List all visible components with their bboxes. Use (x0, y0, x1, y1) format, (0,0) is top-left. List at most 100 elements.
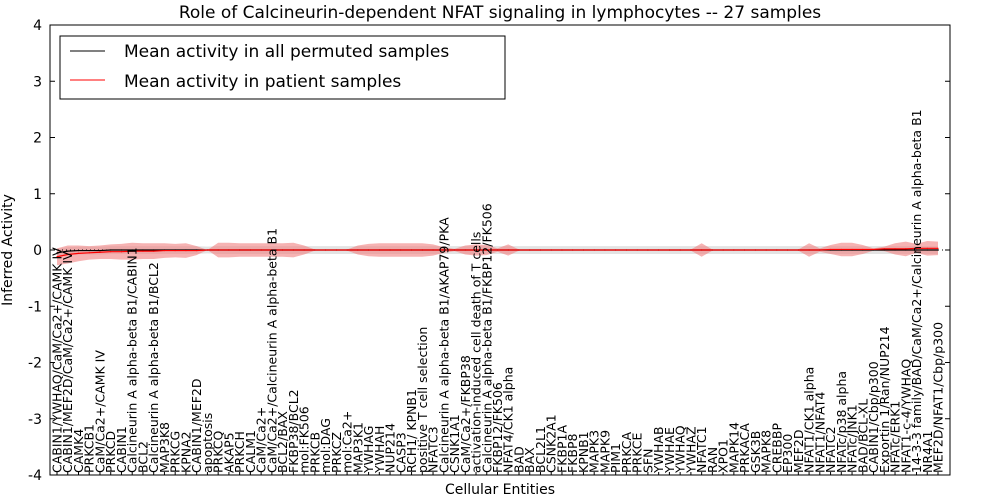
x-tick-label: MAPK3 (587, 430, 602, 473)
permuted-mean-point (77, 249, 80, 252)
y-tick-label: 3 (33, 74, 42, 90)
x-tick-label: CABIN1/YWHAQ/CaM/Ca2+/CAMK IV (50, 247, 65, 473)
patient-mean-point (894, 248, 896, 250)
patient-mean-point (529, 249, 531, 251)
x-tick-label: FKBP1A (554, 425, 569, 473)
y-tick-label: 1 (33, 187, 42, 203)
x-tick-label: BAD/BCL-XL (855, 399, 870, 473)
x-tick-label: KPNA2 (178, 431, 193, 473)
x-tick-label: FKBP8 (565, 433, 580, 473)
patient-mean-point (829, 248, 832, 251)
patient-mean-point (658, 249, 660, 251)
x-tick-label: CALM1 (243, 430, 258, 473)
x-tick-label: YWHAG (361, 426, 376, 474)
patient-mean-point (196, 249, 198, 252)
patient-mean-point (56, 256, 58, 258)
patient-mean-point (292, 249, 294, 251)
patient-mean-point (636, 249, 638, 251)
x-tick-label: GSK3B (748, 431, 763, 473)
patient-mean-point (915, 247, 918, 249)
patient-mean-point (153, 250, 155, 252)
patient-mean-point (572, 249, 574, 251)
patient-mean-point (883, 248, 885, 250)
patient-mean-point (905, 248, 907, 250)
patient-mean-point (561, 249, 563, 251)
patient-mean-point (217, 249, 219, 251)
x-tick-label: Exportin 1/Ran/NUP214 (877, 326, 892, 473)
x-tick-label: mol:Ca2+ (340, 411, 355, 473)
patient-mean-point (67, 253, 69, 256)
permuted-mean-point (883, 249, 885, 251)
y-tick-label: 2 (33, 131, 42, 147)
patient-mean-point (679, 249, 681, 251)
x-tick-label: FKBP12/FK506 (490, 382, 505, 473)
x-tick-label: MAPK14 (726, 422, 741, 473)
patient-mean-point (185, 249, 187, 252)
x-tick-label: CABIN1/MEF2D/CaM/Ca2+/CAMK IV (60, 251, 75, 473)
x-tick-label: AKAP5 (221, 432, 236, 473)
x-axis-label: Cellular Entities (445, 482, 555, 498)
patient-mean-point (851, 248, 853, 251)
patient-mean-point (604, 249, 606, 251)
x-tick-label: CSNK2A1 (544, 414, 559, 473)
x-tick-label: NFATC2 (823, 426, 838, 473)
patient-mean-point (722, 249, 724, 251)
x-tick-label: YWHAQ (673, 425, 688, 474)
patient-mean-point (303, 249, 305, 251)
patient-mean-point (271, 249, 273, 251)
permuted-mean-point (142, 249, 144, 251)
x-tick-label: 14-3-3 family/BAD/CaM/Ca2+/Calcineurin A… (909, 109, 924, 473)
x-tick-label: PRKACA (737, 423, 752, 473)
x-tick-label: MEF2D (791, 430, 806, 473)
permuted-mean-point (937, 249, 939, 251)
x-tick-label: PRKCE (630, 433, 645, 473)
y-axis-label: Inferred Activity (0, 194, 16, 306)
x-tick-label: BCL2L1 (533, 426, 548, 473)
patient-mean-point (464, 249, 466, 251)
x-tick-label: MAP3K1 (350, 422, 365, 473)
x-tick-label: BCL2 (135, 441, 150, 473)
y-tick-label: -4 (28, 468, 42, 484)
legend-label-patient: Mean activity in patient samples (124, 72, 401, 92)
x-tick-label: apoptosis (200, 413, 215, 473)
x-tick-label: NFATc/p38 alpha (834, 371, 849, 473)
chart-title: Role of Calcineurin-dependent NFAT signa… (179, 3, 821, 23)
patient-mean-point (819, 249, 821, 251)
patient-mean-point (765, 249, 767, 251)
permuted-mean-point (926, 249, 928, 251)
x-tick-label: mol:DAG (318, 418, 333, 473)
patient-mean-point (776, 249, 778, 251)
x-tick-label: MAPK8 (759, 430, 774, 473)
x-tick-label: PIM1 (608, 443, 623, 473)
patient-mean-point (926, 247, 928, 249)
patient-mean-point (647, 249, 649, 251)
x-tick-label: NUP214 (383, 423, 398, 473)
patient-mean-point (389, 249, 391, 251)
x-tick-label: MEF2D/NFAT1/Cbp/p300 (931, 322, 946, 473)
patient-mean-point (786, 249, 789, 251)
patient-mean-point (507, 249, 509, 251)
x-tick-label: YWHAZ (683, 426, 698, 474)
x-tick-label: PRKCQ (211, 431, 226, 473)
patient-mean-point (282, 249, 284, 251)
patient-mean-point (88, 252, 90, 254)
patient-mean-point (324, 249, 327, 251)
permuted-mean-point (120, 249, 123, 251)
legend-box (59, 35, 506, 100)
x-tick-label: YWHAE (662, 427, 677, 474)
patient-mean-point (539, 249, 542, 251)
x-tick-label: NFATC1 (694, 426, 709, 473)
x-tick-label: CREBBP (769, 423, 784, 473)
x-tick-label: NFAT1/CK1 alpha (802, 367, 817, 473)
permuted-mean-point (894, 249, 896, 251)
patient-mean-point (690, 249, 692, 251)
patient-mean-point (550, 249, 552, 251)
x-tick-label: CASP3 (393, 432, 408, 473)
y-tick-label: -2 (28, 356, 42, 372)
x-tick-label: CaM/Ca2+ (254, 407, 269, 473)
patient-mean-point (797, 249, 799, 251)
patient-mean-point (593, 249, 595, 251)
y-tick-label: 0 (33, 243, 42, 259)
x-tick-label: positive T cell selection (415, 327, 430, 473)
